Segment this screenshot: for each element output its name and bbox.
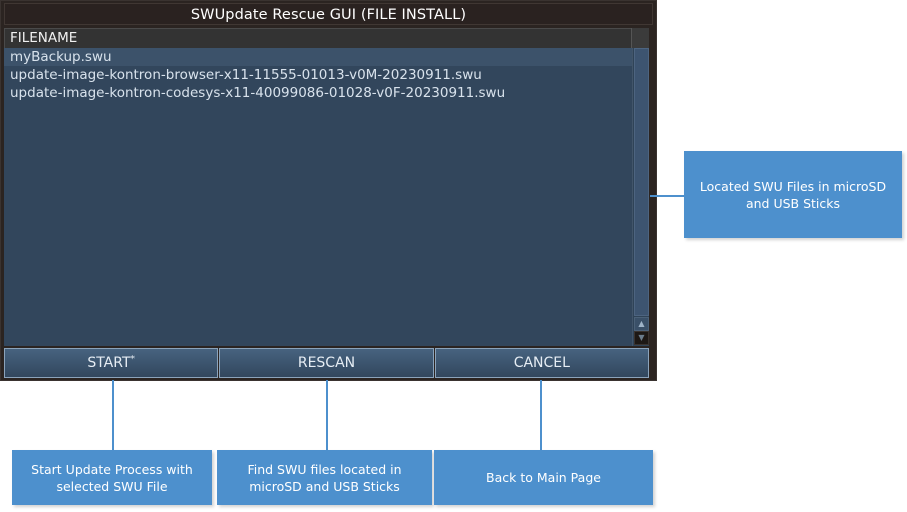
file-name: myBackup.swu [10, 49, 112, 65]
window-title-bar: SWUpdate Rescue GUI (FILE INSTALL) [4, 3, 653, 25]
scrollbar-thumb[interactable] [634, 48, 649, 316]
callout-connector-located [650, 195, 685, 197]
column-header-label: FILENAME [10, 30, 78, 46]
list-item[interactable]: update-image-kontron-codesys-x11-4009908… [4, 84, 632, 102]
callout-located-files: Located SWU Files in microSD and USB Sti… [684, 151, 902, 238]
action-button-bar: START* RESCAN CANCEL [4, 348, 649, 378]
rescan-button[interactable]: RESCAN [219, 348, 434, 378]
file-list-scrollbar[interactable]: ▲ ▼ [632, 48, 649, 346]
start-button[interactable]: START* [4, 348, 219, 378]
swu-file-list[interactable]: myBackup.swu update-image-kontron-browse… [4, 48, 632, 346]
callout-connector-cancel [540, 380, 542, 450]
callout-located-text: Located SWU Files in microSD and USB Sti… [699, 178, 887, 211]
start-button-label: START [87, 355, 131, 371]
triangle-up-icon: ▲ [638, 319, 645, 328]
callout-rescan-description: Find SWU files located in microSD and US… [217, 450, 432, 505]
rescan-button-label: RESCAN [297, 355, 356, 371]
triangle-down-icon: ▼ [638, 333, 645, 342]
callout-cancel-description: Back to Main Page [434, 450, 653, 505]
callout-cancel-text: Back to Main Page [486, 470, 601, 485]
callout-connector-rescan [326, 380, 328, 450]
callout-connector-start [112, 380, 114, 450]
scroll-down-arrow-icon[interactable]: ▼ [634, 331, 649, 345]
file-name: update-image-kontron-codesys-x11-4009908… [10, 85, 506, 101]
filename-column-header[interactable]: FILENAME [4, 28, 649, 48]
list-item[interactable]: update-image-kontron-browser-x11-11555-0… [4, 66, 632, 84]
callout-start-text: Start Update Process with selected SWU F… [31, 461, 193, 494]
cancel-button[interactable]: CANCEL [434, 348, 649, 378]
list-item[interactable]: myBackup.swu [4, 48, 632, 66]
cancel-button-label: CANCEL [513, 355, 570, 371]
page-title: SWUpdate Rescue GUI (FILE INSTALL) [190, 7, 467, 23]
header-corner-spacer [631, 28, 649, 48]
callout-rescan-text: Find SWU files located in microSD and US… [247, 461, 402, 494]
callout-start-description: Start Update Process with selected SWU F… [12, 450, 212, 505]
scroll-up-arrow-icon[interactable]: ▲ [634, 317, 649, 331]
swupdate-rescue-window: SWUpdate Rescue GUI (FILE INSTALL) FILEN… [0, 0, 657, 381]
file-name: update-image-kontron-browser-x11-11555-0… [10, 67, 482, 83]
start-button-asterisk: * [130, 354, 136, 365]
